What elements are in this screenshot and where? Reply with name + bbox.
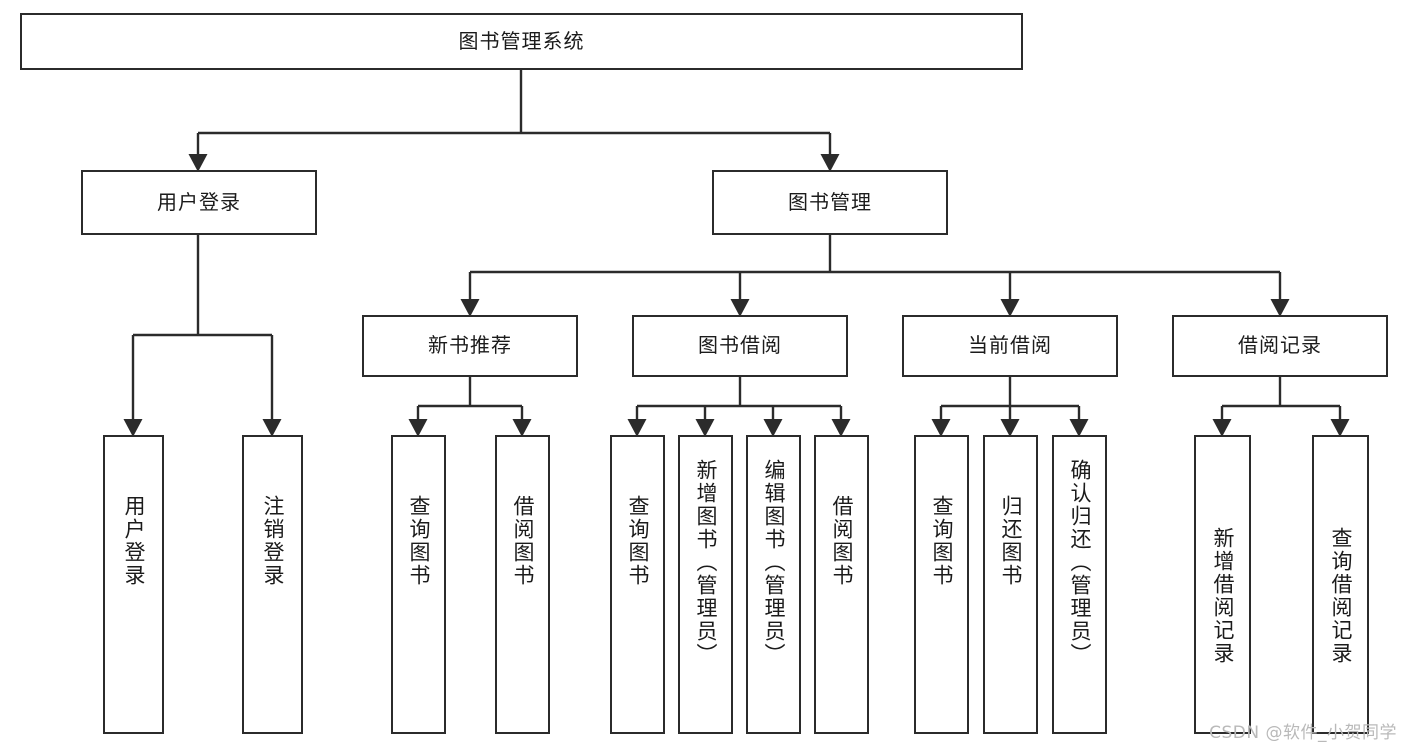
leaf-confirm-return[interactable]: 确认归还（管理员） bbox=[1052, 435, 1107, 734]
leaf-query-book-2[interactable]: 查询图书 bbox=[610, 435, 665, 734]
leaf-logout-label: 注销登录 bbox=[261, 495, 285, 587]
node-new-book-rec-label: 新书推荐 bbox=[428, 333, 512, 358]
leaf-borrow-book-1-label: 借阅图书 bbox=[511, 495, 535, 587]
leaf-confirm-return-label: 确认归还（管理员） bbox=[1068, 459, 1092, 666]
leaf-add-book[interactable]: 新增图书（管理员） bbox=[678, 435, 733, 734]
leaf-query-record[interactable]: 查询借阅记录 bbox=[1312, 435, 1369, 734]
leaf-borrow-book-2[interactable]: 借阅图书 bbox=[814, 435, 869, 734]
leaf-borrow-book-2-label: 借阅图书 bbox=[830, 495, 854, 587]
leaf-borrow-book-1[interactable]: 借阅图书 bbox=[495, 435, 550, 734]
node-root[interactable]: 图书管理系统 bbox=[20, 13, 1023, 70]
leaf-edit-book[interactable]: 编辑图书（管理员） bbox=[746, 435, 801, 734]
node-user-login[interactable]: 用户登录 bbox=[81, 170, 317, 235]
node-book-borrow-label: 图书借阅 bbox=[698, 333, 782, 358]
leaf-return-book[interactable]: 归还图书 bbox=[983, 435, 1038, 734]
leaf-query-book-3-label: 查询图书 bbox=[930, 495, 954, 587]
leaf-user-login[interactable]: 用户登录 bbox=[103, 435, 164, 734]
leaf-query-book-1-label: 查询图书 bbox=[407, 495, 431, 587]
node-borrow-record-label: 借阅记录 bbox=[1238, 333, 1322, 358]
leaf-add-record[interactable]: 新增借阅记录 bbox=[1194, 435, 1251, 734]
node-user-login-label: 用户登录 bbox=[157, 189, 241, 214]
leaf-add-book-label: 新增图书（管理员） bbox=[694, 459, 718, 666]
leaf-add-record-label: 新增借阅记录 bbox=[1211, 527, 1235, 665]
leaf-return-book-label: 归还图书 bbox=[999, 495, 1023, 587]
node-book-manage[interactable]: 图书管理 bbox=[712, 170, 948, 235]
node-new-book-rec[interactable]: 新书推荐 bbox=[362, 315, 578, 377]
node-current-borrow-label: 当前借阅 bbox=[968, 333, 1052, 358]
node-borrow-record[interactable]: 借阅记录 bbox=[1172, 315, 1388, 377]
node-book-manage-label: 图书管理 bbox=[788, 189, 872, 214]
leaf-query-book-2-label: 查询图书 bbox=[626, 495, 650, 587]
node-root-label: 图书管理系统 bbox=[458, 28, 585, 53]
leaf-query-record-label: 查询借阅记录 bbox=[1329, 527, 1353, 665]
leaf-logout[interactable]: 注销登录 bbox=[242, 435, 303, 734]
leaf-query-book-3[interactable]: 查询图书 bbox=[914, 435, 969, 734]
leaf-query-book-1[interactable]: 查询图书 bbox=[391, 435, 446, 734]
leaf-user-login-label: 用户登录 bbox=[122, 495, 146, 587]
node-current-borrow[interactable]: 当前借阅 bbox=[902, 315, 1118, 377]
leaf-edit-book-label: 编辑图书（管理员） bbox=[762, 459, 786, 666]
node-book-borrow[interactable]: 图书借阅 bbox=[632, 315, 848, 377]
